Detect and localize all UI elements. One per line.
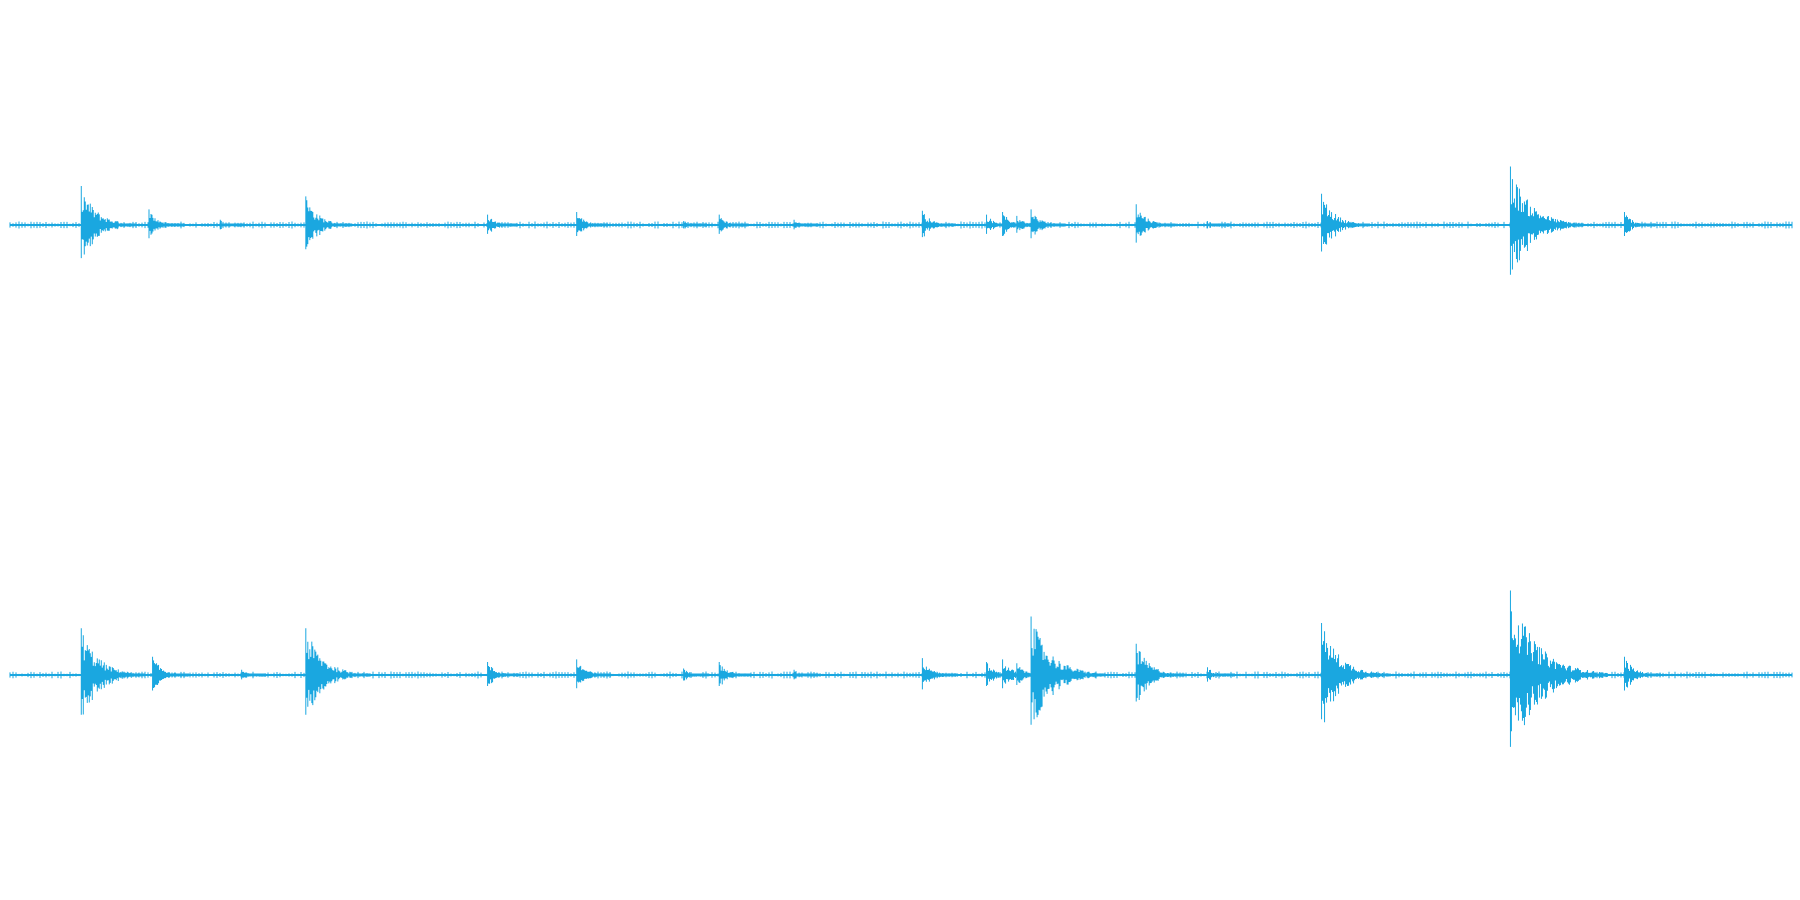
waveform-transient	[241, 669, 267, 680]
waveform-transient	[1030, 616, 1105, 725]
waveform-transient	[152, 656, 190, 691]
waveform-transient	[219, 219, 245, 230]
waveform-transient	[305, 628, 370, 715]
waveform-transient	[1509, 590, 1608, 747]
waveform-transient	[921, 210, 956, 238]
waveform-transient	[576, 212, 609, 237]
waveform-transient	[1135, 204, 1176, 243]
waveform-transient	[1509, 166, 1584, 275]
waveform-transient	[921, 658, 958, 690]
waveform-transient	[683, 668, 710, 681]
waveform-transient	[1321, 193, 1371, 252]
waveform-transient	[487, 662, 520, 687]
waveform-transient	[793, 219, 819, 230]
waveform-transient	[1321, 623, 1390, 723]
waveform-transient	[305, 196, 353, 250]
waveform-transient	[1135, 643, 1185, 702]
waveform-transient	[793, 669, 819, 680]
waveform-transient	[80, 628, 145, 715]
waveform-transient	[1030, 209, 1066, 239]
waveform-transient	[718, 214, 749, 234]
waveform-transient	[576, 659, 612, 689]
waveform-transient	[1207, 667, 1235, 682]
waveform-transient	[148, 209, 184, 239]
waveform-transient	[1207, 221, 1231, 229]
waveform-channel-right	[0, 450, 1800, 900]
waveform-transient	[80, 186, 137, 259]
waveform-transient	[1623, 212, 1656, 237]
waveform-transient	[718, 662, 751, 687]
waveform-transient	[487, 214, 518, 234]
waveform-channel-right-svg	[9, 590, 1793, 747]
waveform-transient	[683, 221, 708, 229]
waveform-transient	[1623, 656, 1661, 691]
waveform-channel-left	[9, 166, 1793, 275]
waveform-channel-left-svg	[9, 166, 1793, 275]
